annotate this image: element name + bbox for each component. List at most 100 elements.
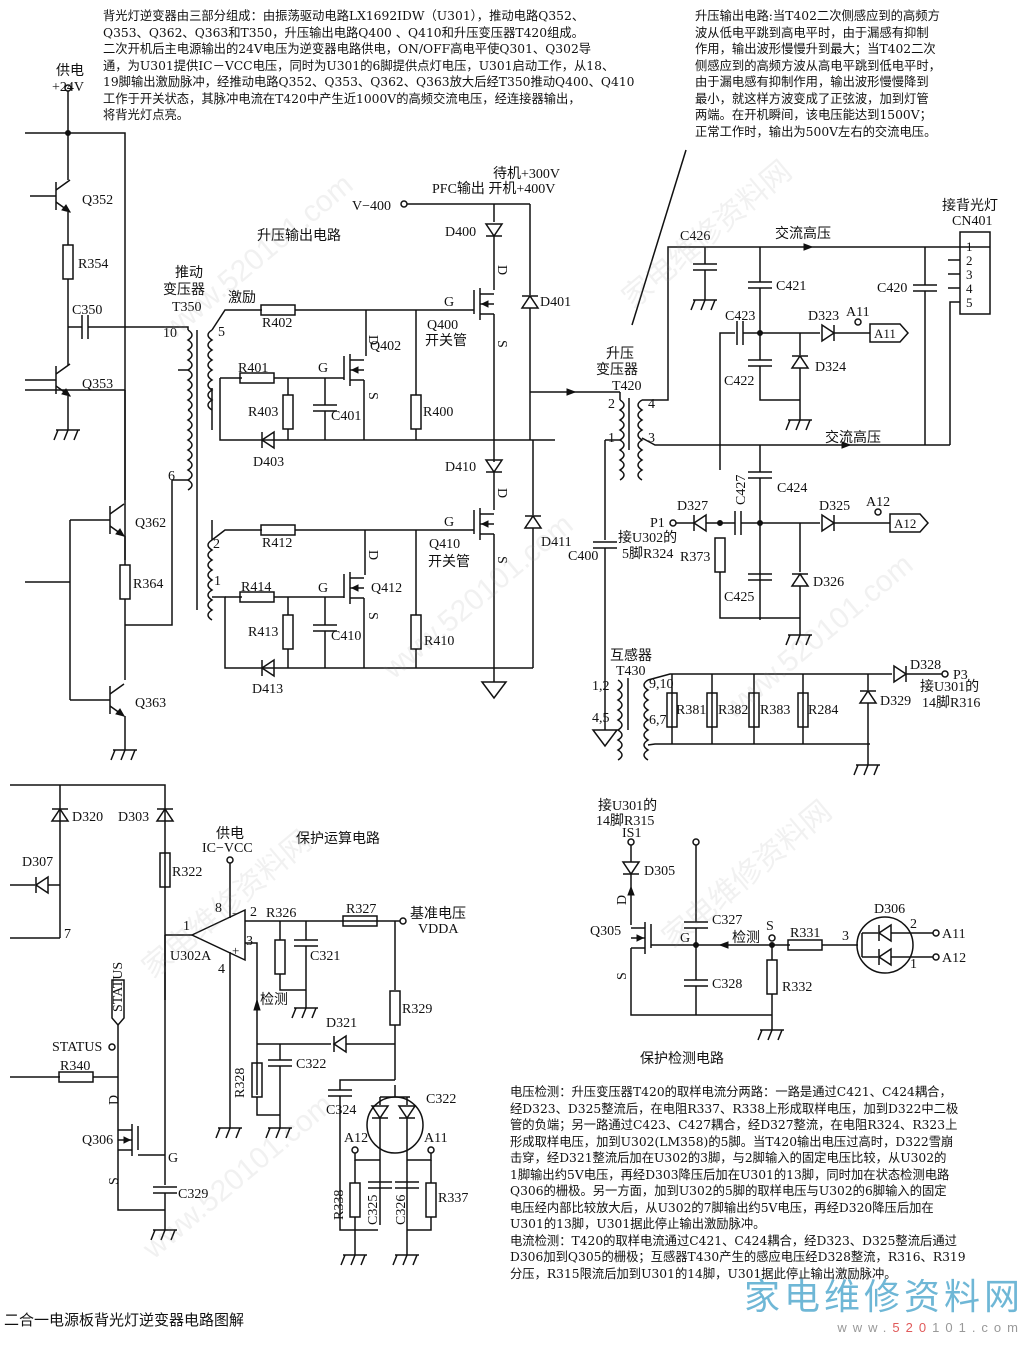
capacitor-c427 <box>734 510 742 536</box>
label-ac-high-voltage: 交流高压 <box>825 429 881 446</box>
label-r402: R402 <box>262 316 292 331</box>
label-d305: D305 <box>644 864 675 879</box>
a12-tag <box>889 513 930 533</box>
label-t350: T350 <box>172 300 202 315</box>
cn401-pin: 2 <box>966 253 973 268</box>
label-r412: R412 <box>262 536 292 551</box>
capacitor-c350 <box>81 314 89 340</box>
label-a11: A11 <box>424 1131 448 1146</box>
t420-primary-coil <box>619 399 625 481</box>
label-s: S <box>766 919 774 934</box>
label-r382: R382 <box>718 703 748 718</box>
label-d321: D321 <box>326 1016 357 1031</box>
label-p67: 6,7 <box>649 713 667 728</box>
diode-d324 <box>791 355 809 369</box>
diode-d326 <box>791 573 809 587</box>
label-gate: G <box>168 1151 178 1166</box>
diode-d305 <box>622 861 640 875</box>
label-a11-out: A11 <box>942 927 966 942</box>
diode-d321 <box>333 1035 347 1053</box>
dual-diode-d306 <box>856 916 914 974</box>
label-d326: D326 <box>813 575 844 590</box>
label-q363: Q363 <box>135 696 166 711</box>
label-gate: G <box>444 515 454 530</box>
diode-d328 <box>893 665 907 683</box>
transistor-q362 <box>91 503 125 537</box>
label-c421: C421 <box>776 279 806 294</box>
label-t420: T420 <box>612 379 642 394</box>
label-r340: R340 <box>60 1059 90 1074</box>
label-d: D <box>615 895 630 905</box>
label-c427: C427 <box>734 475 749 505</box>
label-t420a: 升压 <box>606 346 634 362</box>
label-s: S <box>494 340 509 348</box>
label-p45: 4,5 <box>592 711 610 726</box>
diode-d323 <box>821 324 835 342</box>
label-c410: C410 <box>331 629 361 644</box>
resistor-r412 <box>260 524 296 536</box>
label-q352: Q352 <box>82 193 113 208</box>
label-c400: C400 <box>568 549 598 564</box>
label-d: D <box>494 265 509 275</box>
label-pin7: 7 <box>64 927 71 942</box>
label-s: S <box>107 1177 122 1185</box>
label-t430: T430 <box>616 664 646 679</box>
site-logo: 家电维修资料网 www.520101.com <box>744 1268 1024 1335</box>
label-d306: D306 <box>874 902 905 917</box>
label-c326: C326 <box>394 1195 409 1225</box>
label-r337: R337 <box>438 1191 468 1206</box>
diode-d411 <box>524 515 542 529</box>
t430-secondary-coil <box>643 679 649 761</box>
capacitor-c426 <box>692 263 718 271</box>
label-r322: R322 <box>172 865 202 880</box>
label-r364: R364 <box>133 577 163 592</box>
a11-terminal <box>427 1146 435 1154</box>
detect-note: 电压检测：升压变压器T420的取样电流分两路：一路是通过C421、C424耦合，… <box>510 1085 966 1281</box>
section-title-boost-circuit: 升压输出电路 <box>257 228 341 244</box>
section-title-protect-calc: 保护运算电路 <box>296 831 380 847</box>
label-r413: R413 <box>248 625 278 640</box>
label-c425: C425 <box>724 590 754 605</box>
label-vref_a: 基准电压 <box>410 905 466 922</box>
label-status: STATUS <box>52 1040 102 1055</box>
label-detect: 检测 <box>260 992 288 1008</box>
label-g: G <box>680 931 690 946</box>
tag-a12: A12 <box>894 516 916 531</box>
label-c327: C327 <box>712 913 742 928</box>
boost-note: 升压输出电路:当T402二次侧感应到的高频方 波从低电平跳到高电平时，由于漏感有… <box>695 9 941 139</box>
label-q306: Q306 <box>82 1133 113 1148</box>
label-d403: D403 <box>253 455 284 470</box>
mosfet-q412 <box>343 571 365 605</box>
t420-secondary-coil <box>637 399 643 481</box>
mosfet-q400 <box>473 287 495 321</box>
label-a11: A11 <box>846 305 870 320</box>
a12-terminal <box>351 1146 359 1154</box>
label-r326: R326 <box>266 906 296 921</box>
status-tag <box>111 979 125 1027</box>
label-ac-high-voltage: 交流高压 <box>775 225 831 242</box>
label-r354: R354 <box>78 257 108 272</box>
label-s: S <box>365 392 380 400</box>
section-title-protect-detect: 保护检测电路 <box>640 1051 724 1067</box>
label-icvcc_b: IC−VCC <box>202 841 253 856</box>
driver-stage <box>25 84 213 761</box>
label-d400: D400 <box>445 225 476 240</box>
label-pfc2: PFC输出 开机+400V <box>432 181 555 197</box>
t350-secondary-coil-2 <box>207 539 213 621</box>
label-vref_b: VDDA <box>418 922 459 937</box>
label-q353: Q353 <box>82 377 113 392</box>
v400-terminal <box>400 200 408 208</box>
label-to_u302b: 5脚R324 <box>622 546 673 562</box>
label-s: S <box>494 556 509 564</box>
vdda-terminal <box>399 917 407 925</box>
label-c322b: C322 <box>426 1092 456 1107</box>
diode-d400 <box>485 223 503 237</box>
label-c401: C401 <box>331 409 361 424</box>
vdda-terminal-2 <box>692 838 700 846</box>
label-op4: 4 <box>218 962 225 977</box>
label-q410: Q410 <box>429 537 460 552</box>
output-stage <box>591 149 991 776</box>
label-d329: D329 <box>880 694 911 709</box>
transistor-q353 <box>37 363 71 397</box>
resistor-r410 <box>410 614 422 650</box>
